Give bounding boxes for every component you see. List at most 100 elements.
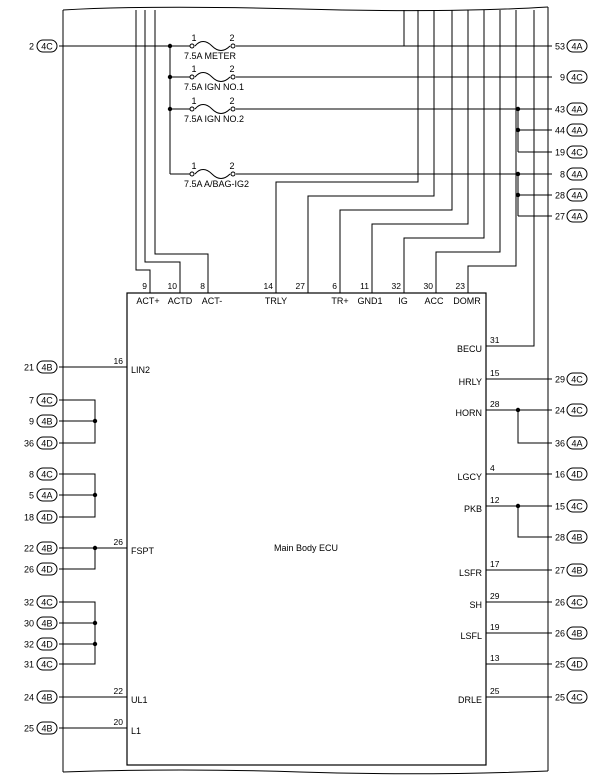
connector-badge-outline bbox=[566, 372, 588, 386]
right-connector-number: 15 bbox=[555, 502, 565, 512]
left-connector-badge: 4A bbox=[36, 488, 58, 502]
fuse-pin-1: 1 bbox=[191, 96, 196, 106]
connector-badge-outline bbox=[566, 167, 588, 181]
right-pin-number: 28 bbox=[490, 399, 500, 409]
top-pin-label: ACT- bbox=[202, 296, 223, 306]
connector-code: 4C bbox=[571, 73, 583, 83]
connector-badge-outline bbox=[36, 360, 58, 374]
top-pin-label: TR+ bbox=[331, 296, 348, 306]
connector-code: 4D bbox=[41, 640, 53, 650]
left-connector-badge: 4B bbox=[36, 721, 58, 735]
top-pin-number: 14 bbox=[264, 281, 274, 291]
left-connector-number: 26 bbox=[24, 565, 34, 575]
left-connector-number: 36 bbox=[24, 439, 34, 449]
left-wiring bbox=[59, 366, 127, 729]
top-pin-label: ACC bbox=[424, 296, 444, 306]
right-pins: 31BECU15HRLY28HORN4LGCY12PKB17LSFR29SH19… bbox=[456, 335, 500, 705]
right-connector-badge: 4C bbox=[566, 372, 588, 386]
right-pin-label: LSFL bbox=[460, 631, 482, 641]
left-pin-label: FSPT bbox=[131, 546, 155, 556]
right-connector-badge: 4A bbox=[566, 209, 588, 223]
right-wiring bbox=[486, 378, 552, 698]
connector-code: 4A bbox=[41, 491, 52, 501]
right-pin-number: 12 bbox=[490, 495, 500, 505]
right-connector-number: 27 bbox=[555, 212, 565, 222]
left-connector-number: 32 bbox=[24, 640, 34, 650]
top-pin-wiring bbox=[135, 10, 535, 347]
left-connector-number: 22 bbox=[24, 544, 34, 554]
connector-code: 4C bbox=[571, 375, 583, 385]
right-connector-number: 25 bbox=[555, 693, 565, 703]
top-pin-number: 30 bbox=[424, 281, 434, 291]
left-pin-number: 20 bbox=[114, 717, 124, 727]
left-connector-badge: 4B bbox=[36, 616, 58, 630]
fuse-pin-2: 2 bbox=[229, 161, 234, 171]
fuse-pin-2: 2 bbox=[229, 33, 234, 43]
connector-code: 4C bbox=[571, 406, 583, 416]
top-pin-label: ACTD bbox=[168, 296, 193, 306]
right-connector-number: 27 bbox=[555, 566, 565, 576]
connector-badge-outline bbox=[566, 403, 588, 417]
right-connector-badge: 4A bbox=[566, 188, 588, 202]
top-pin-label: GND1 bbox=[357, 296, 382, 306]
left-pin-label: LIN2 bbox=[131, 365, 150, 375]
right-pin-label: LGCY bbox=[457, 472, 482, 482]
fuse-label: 7.5A A/BAG-IG2 bbox=[184, 179, 249, 189]
connector-code: 4D bbox=[571, 660, 583, 670]
connector-code: 4A bbox=[571, 126, 582, 136]
connector-code: 4B bbox=[41, 693, 52, 703]
right-pin-label: LSFR bbox=[459, 568, 483, 578]
ecu-box bbox=[126, 292, 487, 766]
left-connector-badge: 4C bbox=[36, 467, 58, 481]
left-connector-badge: 4C bbox=[36, 39, 58, 53]
connector-code: 4B bbox=[41, 544, 52, 554]
connector-badge-outline bbox=[566, 595, 588, 609]
left-connector-badge: 4B bbox=[36, 690, 58, 704]
right-pin-number: 25 bbox=[490, 686, 500, 696]
left-connector-badge: 4D bbox=[36, 637, 58, 651]
right-connector-badge: 4C bbox=[566, 499, 588, 513]
connector-badge-outline bbox=[566, 690, 588, 704]
top-pin-number: 32 bbox=[392, 281, 402, 291]
connector-code: 4C bbox=[571, 693, 583, 703]
left-connector-number: 31 bbox=[24, 660, 34, 670]
connector-badge-outline bbox=[36, 510, 58, 524]
right-connector-number: 26 bbox=[555, 598, 565, 608]
right-connector-badge: 4A bbox=[566, 102, 588, 116]
right-connector-badge: 4A bbox=[566, 39, 588, 53]
right-connector-badge: 4C bbox=[566, 403, 588, 417]
right-pin-label: HORN bbox=[456, 408, 483, 418]
right-connector-number: 9 bbox=[560, 73, 565, 83]
left-connector-number: 2 bbox=[29, 42, 34, 52]
connector-code: 4B bbox=[41, 417, 52, 427]
right-connector-number: 24 bbox=[555, 406, 565, 416]
connector-code: 4D bbox=[41, 439, 53, 449]
fuse-pin-2: 2 bbox=[229, 96, 234, 106]
top-pin-number: 23 bbox=[456, 281, 466, 291]
connector-code: 4B bbox=[41, 724, 52, 734]
connector-code: 4A bbox=[571, 105, 582, 115]
connector-badge-outline bbox=[566, 145, 588, 159]
connector-code: 4B bbox=[41, 619, 52, 629]
right-connector-badge: 4D bbox=[566, 467, 588, 481]
right-connector-number: 28 bbox=[555, 533, 565, 543]
right-connector-badge: 4A bbox=[566, 436, 588, 450]
connector-badge-outline bbox=[36, 562, 58, 576]
right-connector-badge: 4B bbox=[566, 563, 588, 577]
top-pin-number: 11 bbox=[360, 281, 369, 291]
connector-badge-outline bbox=[566, 188, 588, 202]
fuse-wiring bbox=[59, 41, 552, 217]
connector-badge-outline bbox=[36, 436, 58, 450]
right-connector-number: 16 bbox=[555, 470, 565, 480]
right-connector-badge: 4C bbox=[566, 595, 588, 609]
connector-badge-outline bbox=[566, 102, 588, 116]
left-connector-badge: 4C bbox=[36, 595, 58, 609]
right-pin-number: 31 bbox=[490, 335, 500, 345]
connector-badge-outline bbox=[566, 39, 588, 53]
left-connector-badge: 4B bbox=[36, 360, 58, 374]
connector-code: 4A bbox=[571, 439, 582, 449]
connector-code: 4C bbox=[571, 148, 583, 158]
